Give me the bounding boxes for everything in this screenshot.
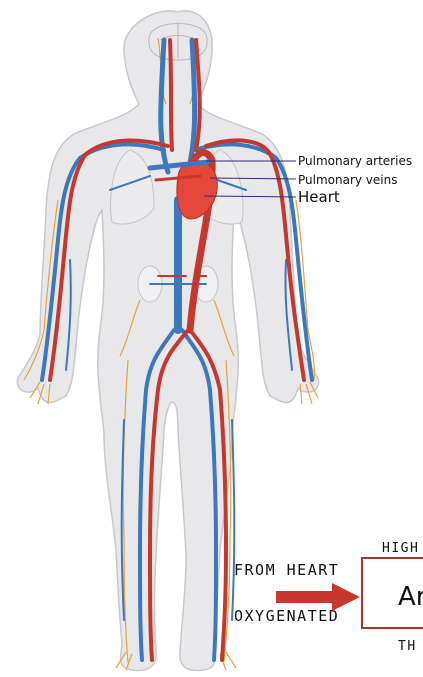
legend-box-text: Ar (398, 582, 423, 612)
legend: FROM HEART OXYGENATED HIGH Ar TH (234, 541, 423, 654)
label-pulmonary-arteries: Pulmonary arteries (298, 154, 412, 168)
legend-oxygenated: OXYGENATED (234, 607, 339, 625)
legend-from-heart: FROM HEART (234, 561, 339, 579)
legend-bottom-text: TH (398, 639, 417, 654)
legend-high: HIGH (382, 541, 419, 556)
label-heart: Heart (298, 188, 340, 206)
label-pulmonary-veins: Pulmonary veins (298, 173, 397, 187)
